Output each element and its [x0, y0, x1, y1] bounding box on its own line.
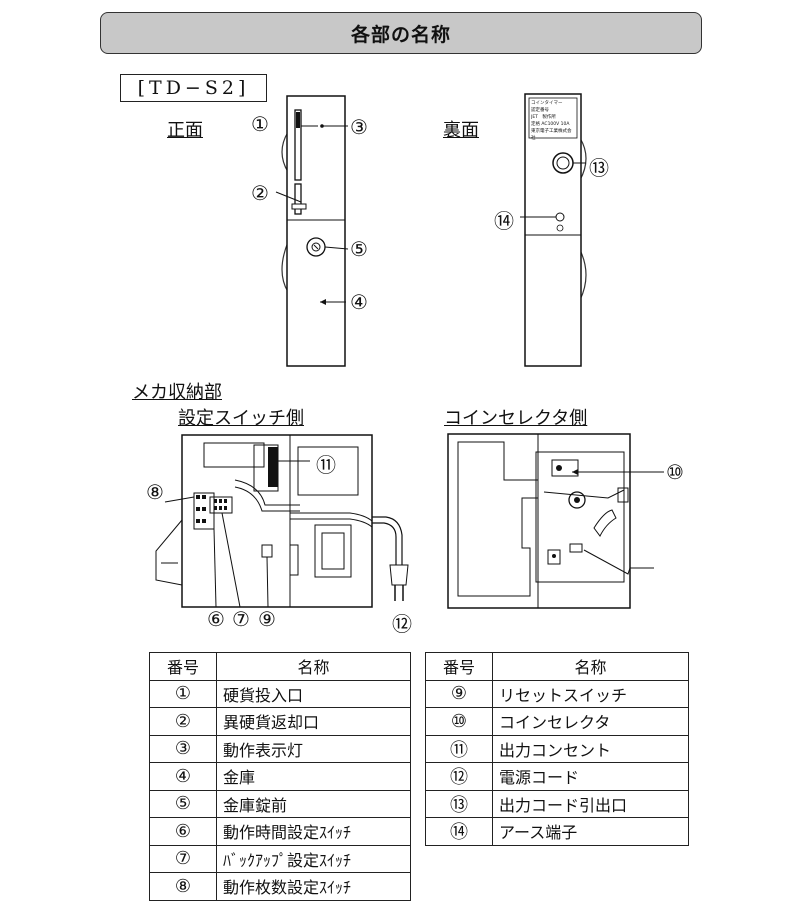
part-number: ⑥: [149, 817, 217, 846]
callout-3: ③: [350, 115, 368, 139]
model-label: [TD−S2]: [120, 74, 267, 102]
part-number: ⑫: [425, 762, 493, 791]
part-number: ⑭: [425, 817, 493, 846]
part-number: ①: [149, 679, 217, 708]
switch-side-label: 設定スイッチ側: [178, 408, 304, 429]
part-number: ⑩: [425, 707, 493, 736]
callout-4: ④: [350, 290, 368, 314]
header-number: 番号: [425, 652, 493, 681]
callout-13: ⑬: [589, 156, 609, 180]
callout-11: ⑪: [316, 453, 336, 477]
header-name: 名称: [216, 652, 411, 681]
page-title: 各部の名称: [100, 12, 702, 54]
part-number: ⑬: [425, 789, 493, 818]
switch-side-drawing: [155, 434, 409, 608]
rating-plate-line: 定格 AC100V 10A: [531, 122, 570, 127]
selector-side-label: コインセレクタ側: [444, 408, 588, 429]
part-name: アース端子: [492, 817, 689, 846]
callout-10: ⑩: [666, 460, 684, 484]
part-number: ④: [149, 762, 217, 791]
part-name: コインセレクタ: [492, 707, 689, 736]
rating-plate-line: JET 製作所: [531, 115, 556, 120]
callout-2: ②: [251, 181, 269, 205]
callout-9: ⑨: [258, 607, 276, 631]
part-name: 硬貨投入口: [216, 679, 411, 708]
mecha-heading: メカ収納部: [132, 382, 222, 403]
part-name: 電源コード: [492, 762, 689, 791]
part-name: ﾊﾞｯｸｱｯﾌﾟ設定ｽｲｯﾁ: [216, 844, 411, 873]
part-number: ⑪: [425, 734, 493, 763]
rating-plate-line: 認定番号: [531, 108, 549, 113]
part-name: 動作表示灯: [216, 734, 411, 763]
part-number: ⑨: [425, 679, 493, 708]
part-name: 異硬貨返却口: [216, 707, 411, 736]
header-name: 名称: [492, 652, 689, 681]
part-name: 出力コンセント: [492, 734, 689, 763]
rating-plate-line: コインタイマー: [531, 101, 563, 106]
part-number: ⑦: [149, 844, 217, 873]
front-view-label: 正面: [167, 120, 203, 141]
part-name: リセットスイッチ: [492, 679, 689, 708]
header-number: 番号: [149, 652, 217, 681]
callout-8: ⑧: [146, 480, 164, 504]
part-number: ③: [149, 734, 217, 763]
callout-5: ⑤: [350, 237, 368, 261]
part-number: ⑧: [149, 872, 217, 901]
callout-14: ⑭: [494, 209, 514, 233]
part-number: ⑤: [149, 789, 217, 818]
rating-plate: コインタイマー 認定番号 JET 製作所 定格 AC100V 10A 東京電子工…: [531, 100, 575, 142]
callout-6: ⑥: [207, 607, 225, 631]
rating-plate-line: 東京電子工業株式会社: [531, 129, 572, 141]
part-name: 動作枚数設定ｽｲｯﾁ: [216, 872, 411, 901]
callout-12: ⑫: [392, 612, 412, 636]
part-name: 金庫錠前: [216, 789, 411, 818]
callout-7: ⑦: [232, 607, 250, 631]
part-name: 動作時間設定ｽｲｯﾁ: [216, 817, 411, 846]
part-name: 金庫: [216, 762, 411, 791]
back-view-drawing: [520, 93, 587, 367]
front-view-drawing: [275, 95, 349, 367]
part-name: 出力コード引出口: [492, 789, 689, 818]
callout-1: ①: [251, 112, 269, 136]
back-view-label: 裏面: [443, 120, 479, 141]
part-number: ②: [149, 707, 217, 736]
selector-side-drawing: [447, 433, 664, 609]
